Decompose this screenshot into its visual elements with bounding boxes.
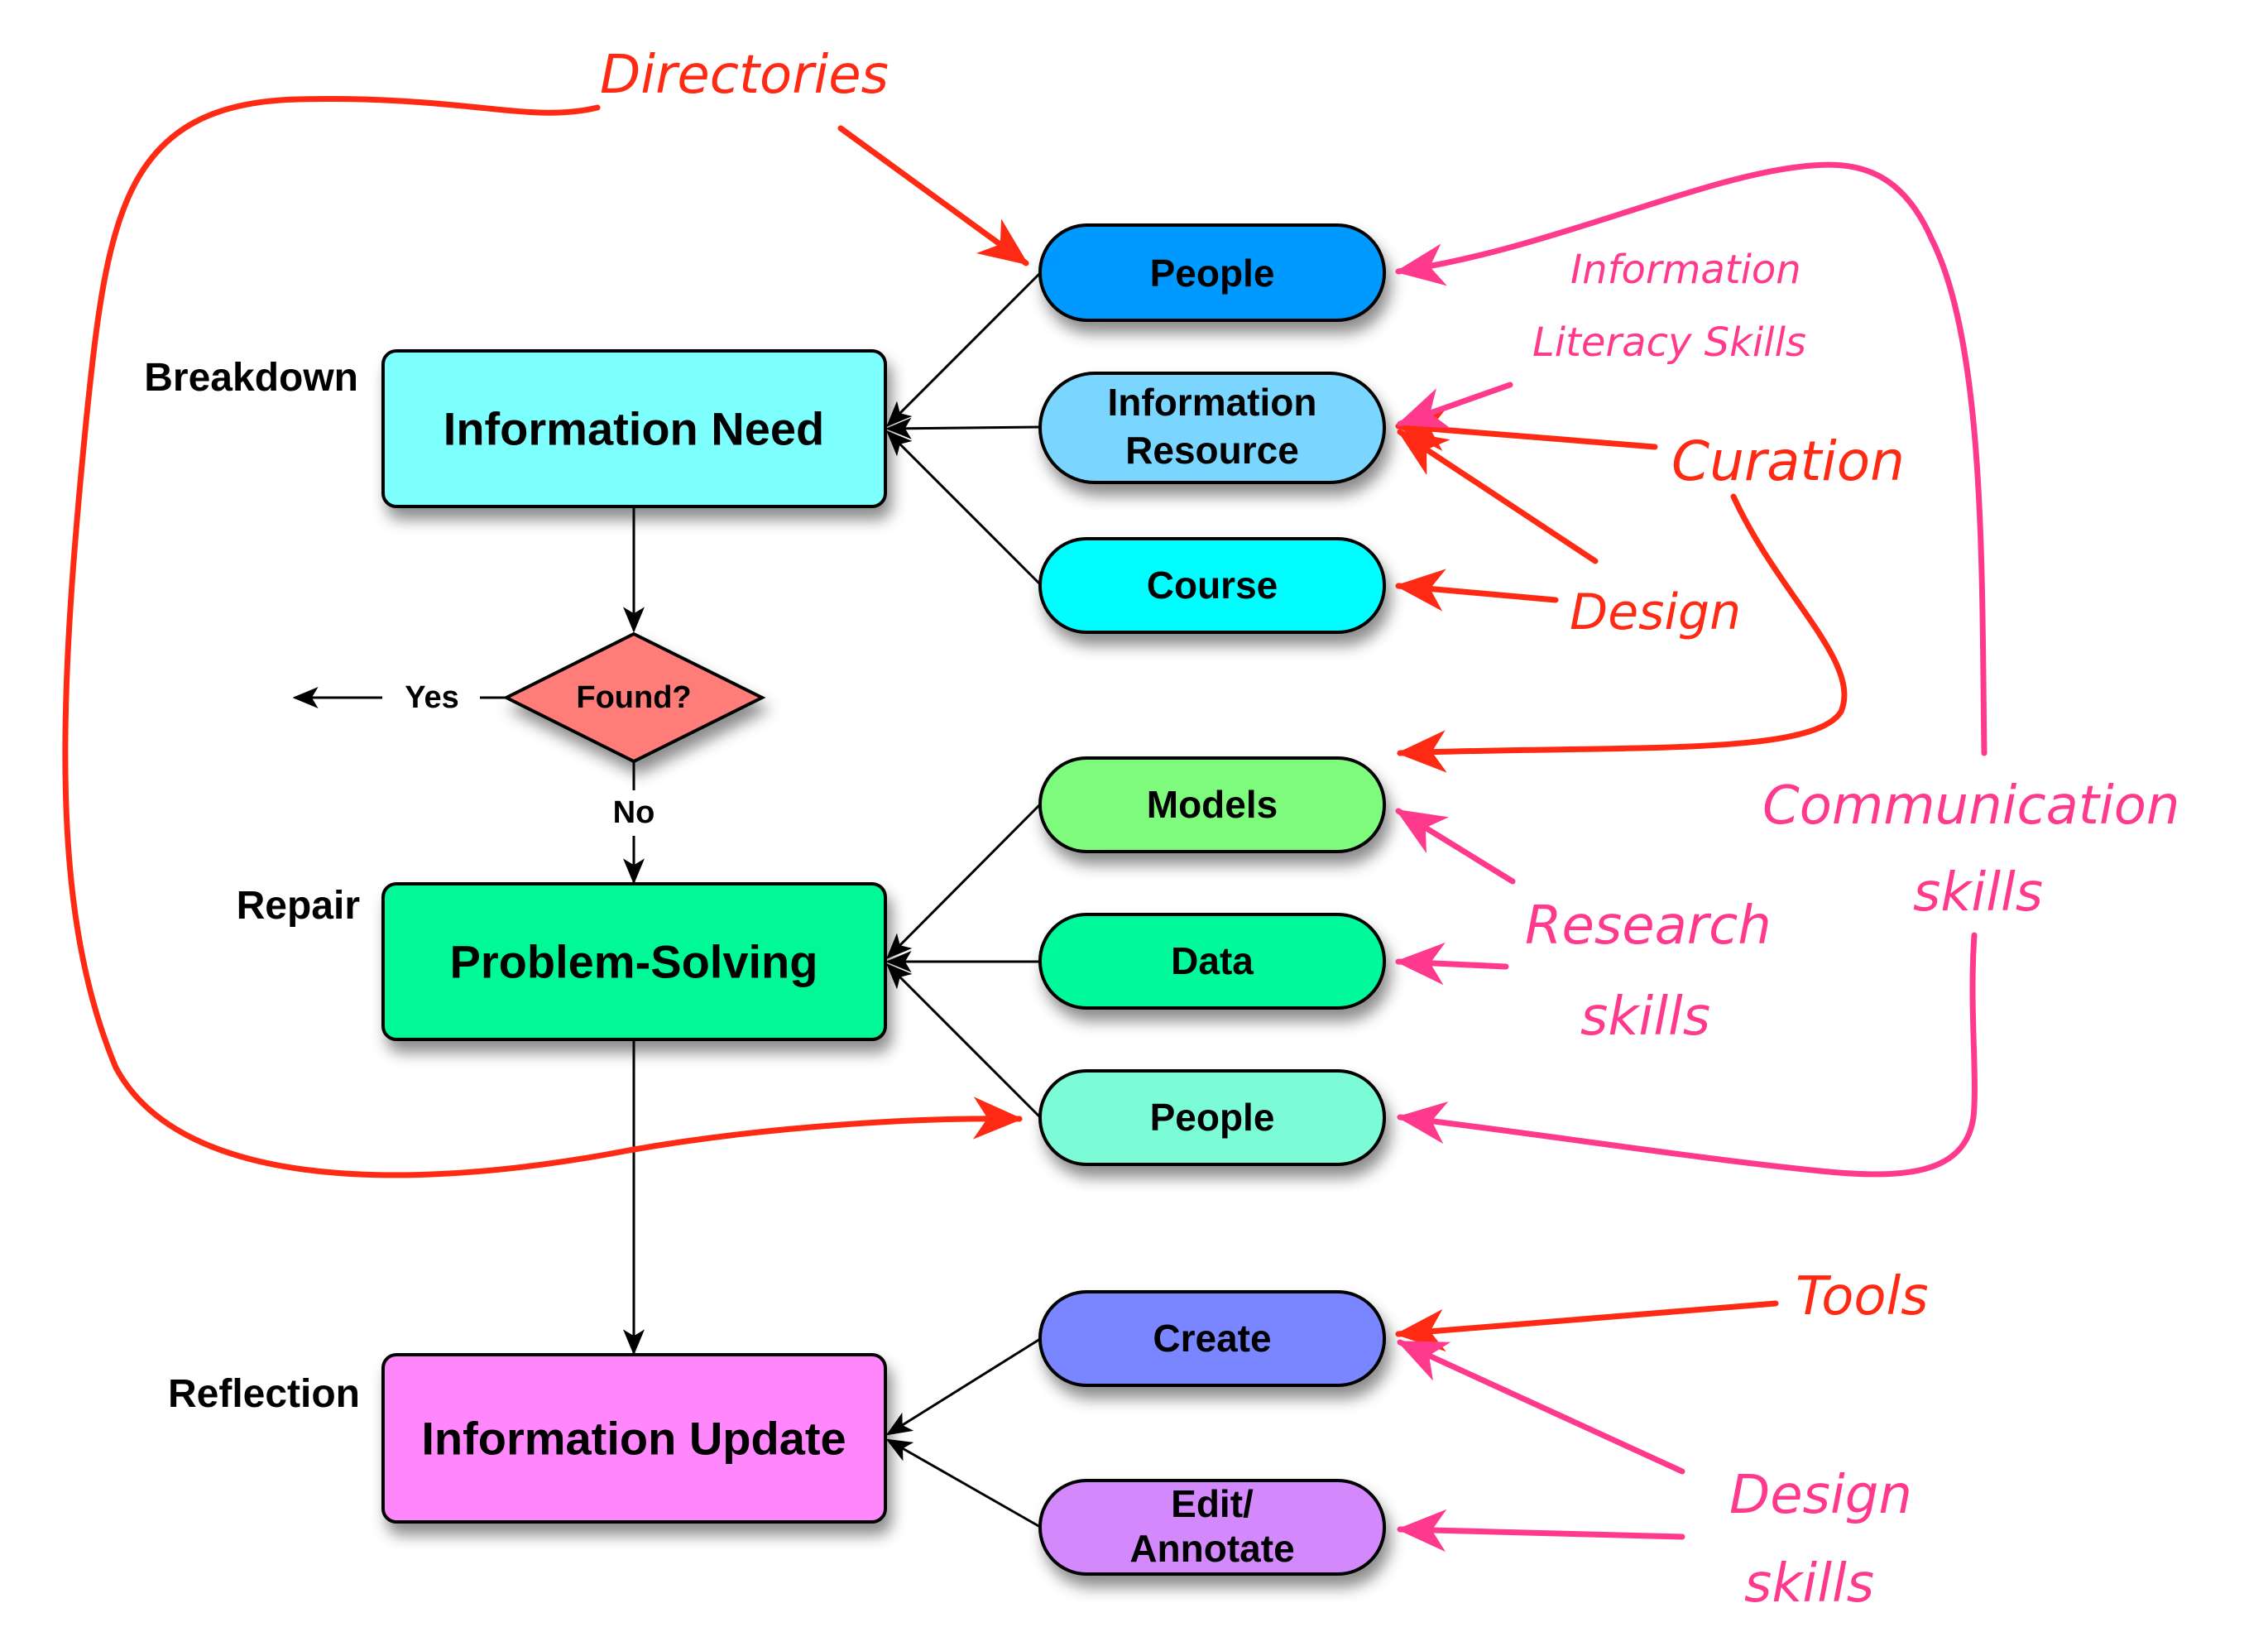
edge-people2-to-problem <box>886 963 1042 1119</box>
annotation-communication-line2: skills <box>1913 862 2043 924</box>
stage-box-title: Problem-Solving <box>450 936 818 988</box>
source-models[interactable]: Models <box>1038 756 1386 853</box>
stage-label-breakdown: Breakdown <box>144 356 358 400</box>
stage-label-repair: Repair <box>237 884 360 928</box>
source-edit-annotate[interactable]: Edit/ Annotate <box>1038 1479 1386 1576</box>
source-label: Models <box>1147 783 1278 826</box>
curation-to-resource-arrow <box>1394 408 1658 452</box>
edge-create-to-update <box>885 1337 1041 1436</box>
communication-to-people-curve <box>1394 161 1987 756</box>
edges <box>292 271 1042 1529</box>
stage-label-reflection: Reflection <box>168 1372 360 1416</box>
source-people-2[interactable]: People <box>1038 1069 1386 1166</box>
directories-to-people2-curve <box>62 96 1024 1178</box>
stage-box-title: Information Update <box>421 1413 846 1465</box>
edge-models-to-problem <box>886 803 1042 959</box>
directories-to-people-arrow <box>837 125 1029 266</box>
tools-to-create-arrow <box>1394 1300 1779 1352</box>
source-label-line1: Edit/ <box>1171 1482 1254 1525</box>
source-people[interactable]: People <box>1038 223 1386 322</box>
decision-found[interactable]: Found? <box>502 631 766 764</box>
decision-no-label: No <box>613 795 655 830</box>
source-label: People <box>1150 1096 1275 1139</box>
edge-people-to-need <box>886 271 1042 427</box>
annotation-research-line1: Research <box>1525 895 1772 957</box>
annotation-information-literacy-line2: Literacy Skills <box>1532 319 1806 366</box>
annotation-tools: Tools <box>1796 1266 1929 1327</box>
source-information-resource[interactable]: Information Resource <box>1038 372 1386 484</box>
stage-box-title: Information Need <box>444 403 824 455</box>
stage-box-problem-solving[interactable]: Problem-Solving <box>381 882 887 1041</box>
design-to-course-arrow <box>1394 569 1559 612</box>
source-label: People <box>1150 252 1275 295</box>
source-label-line1: Information <box>1108 381 1317 424</box>
source-create[interactable]: Create <box>1038 1290 1386 1387</box>
stage-box-information-update[interactable]: Information Update <box>381 1353 887 1524</box>
edge-course-to-need <box>886 430 1042 586</box>
decision-yes-label: Yes <box>405 680 459 715</box>
source-label: Data <box>1171 939 1254 982</box>
annotation-arrows-pink <box>1394 161 1987 1553</box>
annotation-design-skills-line2: skills <box>1744 1553 1874 1615</box>
source-label-line2: Resource <box>1125 429 1299 472</box>
research-to-data-arrow <box>1394 942 1509 986</box>
annotation-directories: Directories <box>600 45 889 106</box>
edge-edit-to-update <box>885 1438 1041 1529</box>
annotation-curation: Curation <box>1671 430 1905 493</box>
curation-to-models-curve <box>1396 493 1848 773</box>
source-course[interactable]: Course <box>1038 537 1386 634</box>
source-label: Create <box>1153 1317 1271 1360</box>
annotation-research-line2: skills <box>1580 986 1710 1048</box>
info-literacy-to-resource-arrow <box>1396 382 1513 429</box>
annotation-information-literacy-line1: Information <box>1570 247 1801 293</box>
design-skills-to-create-arrow <box>1397 1339 1685 1475</box>
design-skills-to-edit-arrow <box>1396 1509 1685 1553</box>
annotation-arrows-red <box>62 96 1848 1352</box>
source-label-line2: Annotate <box>1129 1527 1294 1570</box>
communication-to-people2-curve <box>1396 932 1978 1178</box>
decision-label: Found? <box>576 680 691 715</box>
annotation-design-skills-line1: Design <box>1729 1465 1912 1526</box>
annotation-communication-line1: Communication <box>1762 775 2179 837</box>
source-label: Course <box>1147 564 1278 607</box>
design-to-resource-arrow <box>1397 429 1599 564</box>
source-data[interactable]: Data <box>1038 913 1386 1010</box>
annotation-design: Design <box>1570 583 1741 641</box>
annotation-labels: Directories Information Literacy Skills … <box>600 45 2179 1615</box>
edge-resource-to-need <box>885 417 1041 439</box>
stage-box-information-need[interactable]: Information Need <box>381 349 887 508</box>
research-to-models-arrow <box>1395 808 1516 885</box>
